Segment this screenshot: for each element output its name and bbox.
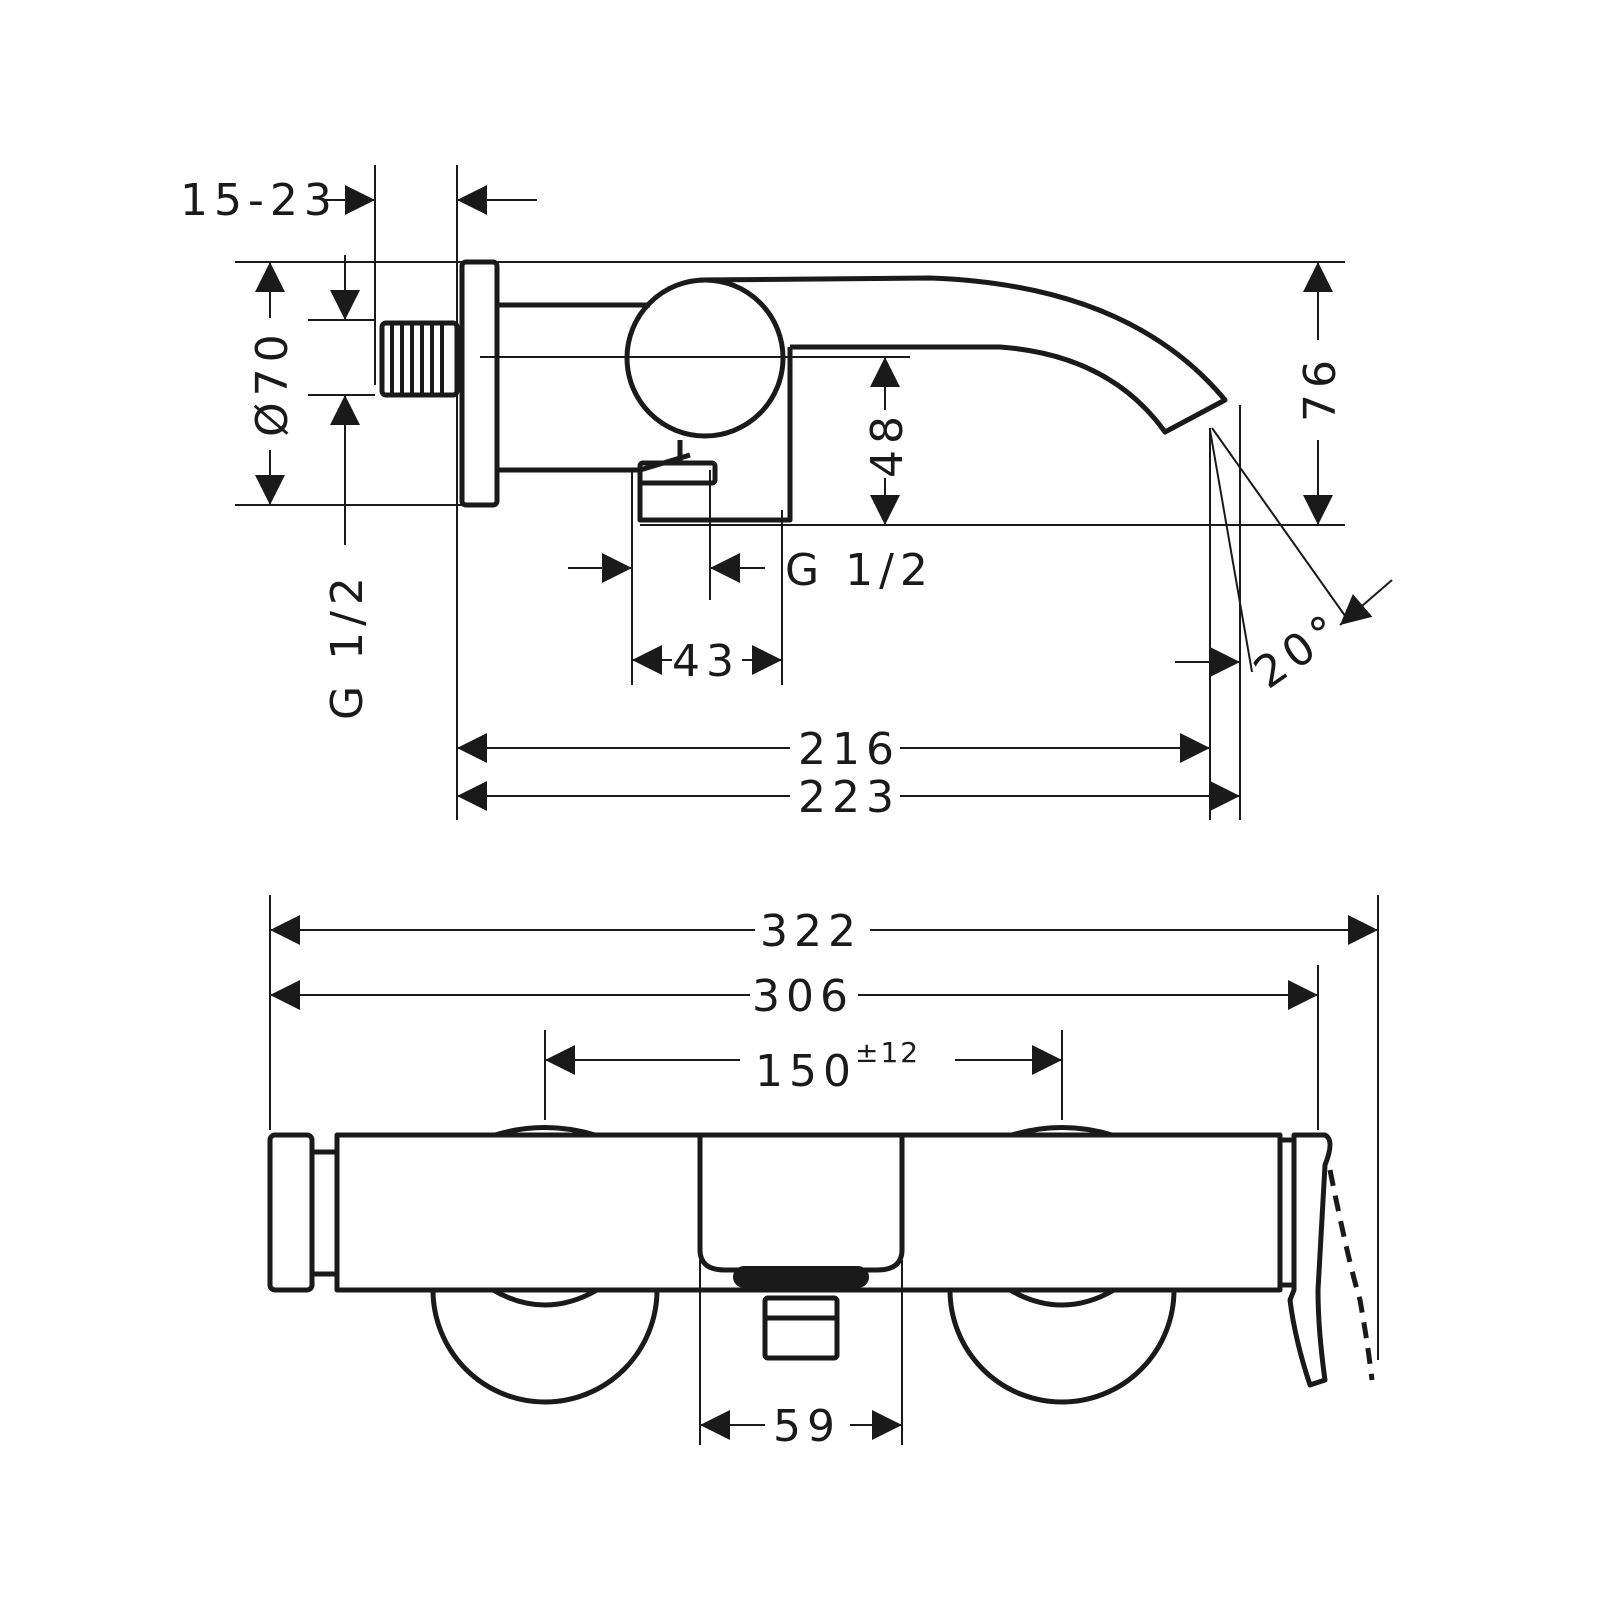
- label-body-width: 306: [752, 971, 854, 1022]
- mixer-body: [497, 302, 691, 473]
- left-collar: [309, 1149, 340, 1277]
- label-spout-height: 76: [1295, 354, 1346, 422]
- label-wall-depth: 15-23: [180, 175, 338, 226]
- side-view: 15-23 Ø70 G 1/2 76 48: [180, 165, 1393, 823]
- dim-outlet-height: 48: [862, 357, 913, 525]
- spout: [699, 275, 1228, 435]
- threaded-inlet: [379, 320, 460, 398]
- dim-outlet-thread: G 1/2: [568, 545, 934, 596]
- left-wall-flange-top: [494, 1125, 596, 1138]
- thread-ridges: [390, 325, 444, 393]
- dim-rosette-diameter: Ø70: [247, 262, 298, 505]
- right-wall-flange-bottom: [947, 1289, 1177, 1405]
- label-projection-short: 216: [798, 724, 900, 775]
- dim-spout-angle: 20°: [1175, 579, 1393, 699]
- label-spout-angle: 20°: [1245, 602, 1353, 699]
- label-overall-width: 322: [760, 906, 862, 957]
- dim-outlet-width: 43: [632, 636, 782, 687]
- wall-rosette: [459, 259, 500, 508]
- center-housing: [697, 1135, 905, 1273]
- lever-swing-path: [1327, 1169, 1375, 1381]
- mixer-side-profile: [379, 259, 1228, 523]
- dim-overall-width: 322: [270, 906, 1378, 957]
- dim-projection-short: 216: [457, 724, 1210, 775]
- left-wall-flange-bottom: [430, 1289, 660, 1405]
- aerator-slot: [733, 1266, 869, 1288]
- lower-housing: [637, 347, 793, 523]
- left-end-cap: [267, 1132, 315, 1293]
- dim-outlet-spacing: 59: [700, 1401, 902, 1452]
- front-view: 322 306 150 ±12 59: [267, 895, 1379, 1452]
- right-wall-flange-top: [1011, 1125, 1113, 1138]
- dim-inlet-thread: G 1/2: [322, 255, 373, 720]
- label-centers: 150: [755, 1046, 857, 1097]
- dim-body-width: 306: [270, 971, 1318, 1022]
- dim-centers: 150 ±12: [545, 1036, 1062, 1097]
- label-inlet-thread: G 1/2: [322, 571, 373, 720]
- bottom-outlet: [762, 1295, 840, 1361]
- right-flange-inner: [1008, 1287, 1116, 1308]
- label-rosette-diameter: Ø70: [247, 328, 298, 437]
- label-projection-long: 223: [798, 772, 900, 823]
- label-outlet-thread: G 1/2: [785, 545, 934, 596]
- dim-wall-depth: 15-23: [180, 175, 537, 226]
- label-centers-tolerance: ±12: [855, 1036, 920, 1069]
- lever-handle: [1287, 1132, 1333, 1388]
- label-outlet-height: 48: [862, 410, 913, 478]
- dim-spout-height: 76: [1295, 262, 1346, 525]
- dim-projection-long: 223: [457, 772, 1240, 823]
- mixer-front-profile: [267, 1125, 1375, 1405]
- label-outlet-width: 43: [672, 636, 740, 687]
- label-outlet-spacing: 59: [773, 1401, 841, 1452]
- left-flange-inner: [491, 1287, 599, 1308]
